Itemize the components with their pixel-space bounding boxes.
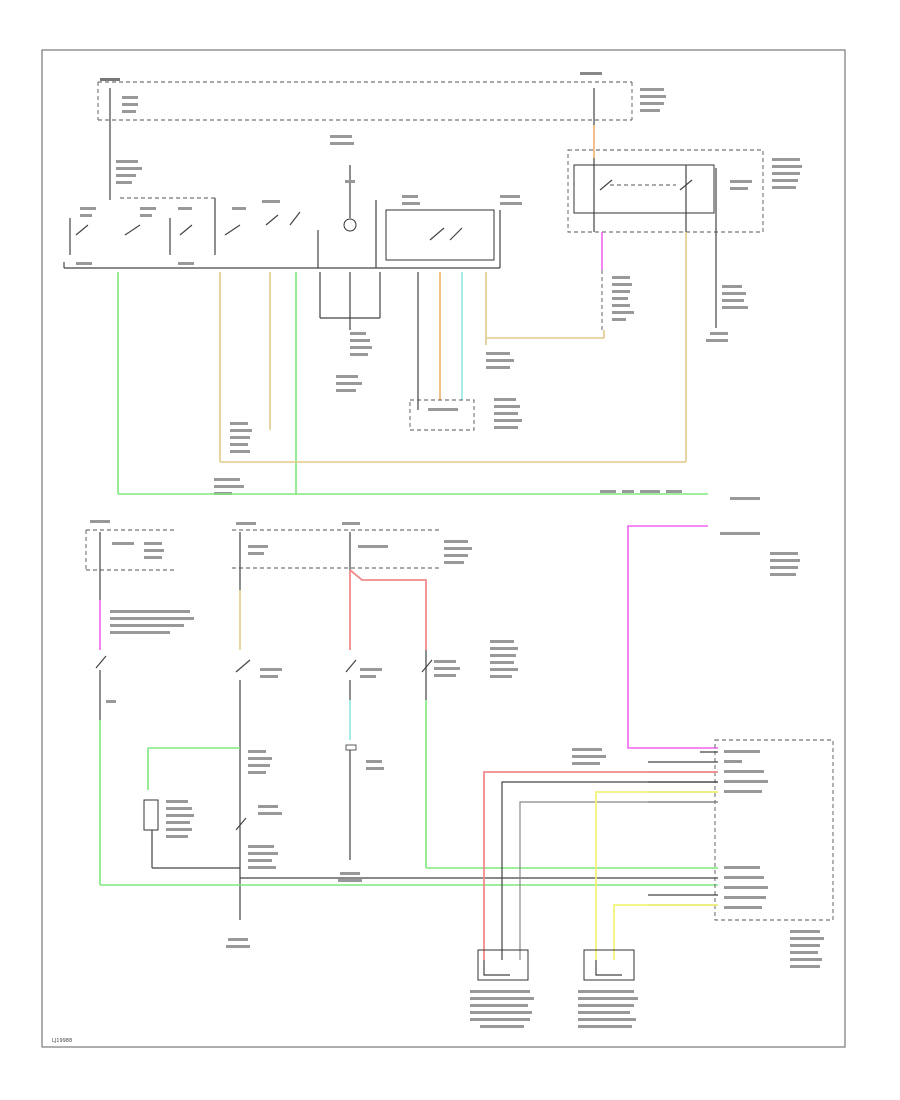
pcm-connector: [648, 751, 718, 906]
bottom-circuit: [85, 520, 834, 1028]
module-connectors: [117, 272, 605, 494]
page-number: LJ19988: [52, 1038, 72, 1044]
switch-group: [69, 150, 495, 268]
diagram-frame: [41, 49, 846, 1048]
top-circuit: [63, 72, 802, 576]
